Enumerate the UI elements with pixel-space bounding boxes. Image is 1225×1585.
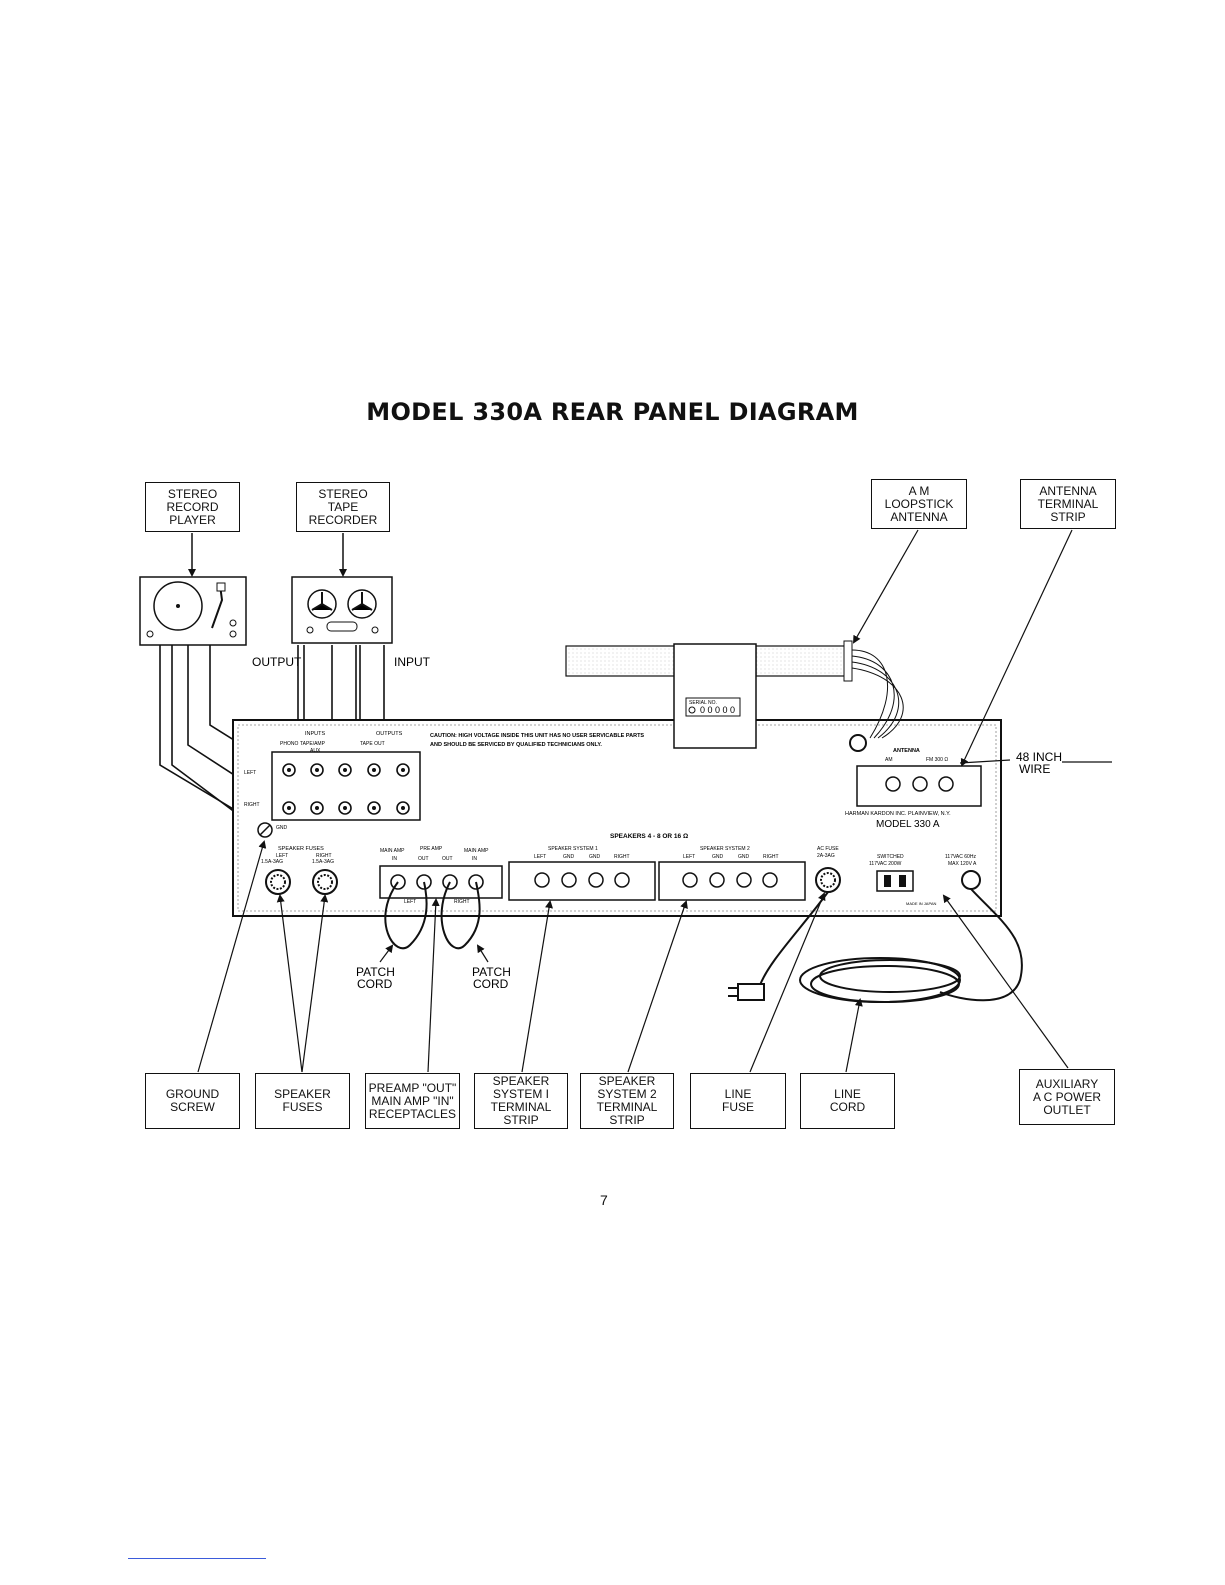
callout-ground-screw: GROUND SCREW [145,1073,240,1129]
svg-text:MAIN AMP: MAIN AMP [464,848,489,854]
callout-line-cord: LINE CORD [800,1073,895,1129]
svg-text:MODEL 330 A: MODEL 330 A [876,819,940,830]
svg-text:OUT: OUT [442,856,453,862]
antenna-terminal-strip: ANTENNA AM FM 300 Ω HARMAN KARDON INC. P… [845,748,982,830]
record-player-illustration [139,576,247,646]
svg-text:IN: IN [392,856,397,862]
svg-text:GND: GND [589,854,601,860]
svg-text:SERIAL NO.: SERIAL NO. [689,700,717,706]
footer-rule [128,1558,266,1559]
svg-text:GND: GND [563,854,575,860]
svg-text:AM: AM [885,757,893,763]
output-label: OUTPUT [252,655,302,669]
svg-text:RIGHT: RIGHT [614,854,630,860]
callout-speaker-system-2: SPEAKER SYSTEM 2 TERMINAL STRIP [580,1073,674,1129]
svg-text:RIGHT: RIGHT [316,853,332,859]
callout-stereo-record-player: STEREO RECORD PLAYER [145,482,240,532]
loopstick-antenna: SERIAL NO. 0 0 0 0 0 [565,640,904,752]
ac-outlets: SWITCHED 117VAC 200W 117VAC 60Hz MAX 120… [869,854,981,906]
svg-text:1.5A-3AG: 1.5A-3AG [261,859,283,865]
svg-text:MAIN AMP: MAIN AMP [380,848,405,854]
svg-text:TAPE OUT: TAPE OUT [360,741,385,747]
speaker-fuses: SPEAKER FUSES LEFT 1.5A-3AG RIGHT 1.5A-3… [261,846,338,895]
line-cord [728,888,1023,1003]
speaker-system-1-strip: SPEAKER SYSTEM 1 LEFT GND GND RIGHT [508,846,656,901]
speaker-system-2-strip: SPEAKER SYSTEM 2 LEFT GND GND RIGHT [658,846,806,901]
wire-label-1: 48 INCH [1016,750,1062,764]
callout-speaker-fuses: SPEAKER FUSES [255,1073,350,1129]
svg-text:AUX: AUX [310,748,321,754]
svg-text:SPEAKER SYSTEM 2: SPEAKER SYSTEM 2 [700,846,750,852]
svg-text:INPUTS: INPUTS [305,731,326,737]
svg-text:0 0 0 0 0: 0 0 0 0 0 [700,705,735,715]
svg-text:TAPE/AMP: TAPE/AMP [300,741,326,747]
svg-text:SPEAKER SYSTEM 1: SPEAKER SYSTEM 1 [548,846,598,852]
svg-text:OUTPUTS: OUTPUTS [376,731,403,737]
svg-text:2A-3AG: 2A-3AG [817,853,835,859]
svg-text:FM 300 Ω: FM 300 Ω [926,757,948,763]
svg-text:LEFT: LEFT [404,899,416,905]
callout-line-fuse: LINE FUSE [690,1073,786,1129]
preamp-main-amp-block: MAIN AMP IN PRE AMP OUT OUT MAIN AMP IN … [379,846,503,950]
svg-text:GND: GND [276,825,288,831]
patch-cord-label-left: PATCH [356,965,395,979]
caution-line-1: CAUTION: HIGH VOLTAGE INSIDE THIS UNIT H… [430,733,644,739]
callout-preamp-receptacles: PREAMP "OUT" MAIN AMP "IN" RECEPTACLES [365,1073,460,1129]
svg-text:LEFT: LEFT [276,853,288,859]
svg-text:HARMAN KARDON INC. PLAINVIEW,: HARMAN KARDON INC. PLAINVIEW, N.Y. [845,811,951,817]
callout-antenna-terminal-strip: ANTENNA TERMINAL STRIP [1020,479,1116,529]
tape-recorder-illustration [291,576,393,644]
patch-cord-label-right: PATCH [472,965,511,979]
svg-text:SPEAKER FUSES: SPEAKER FUSES [278,846,324,852]
svg-text:1.5A-3AG: 1.5A-3AG [312,859,334,865]
svg-text:RIGHT: RIGHT [454,899,470,905]
svg-text:117VAC 200W: 117VAC 200W [869,861,902,867]
ac-fuse: AC FUSE 2A-3AG [815,846,841,893]
callout-am-loopstick-antenna: A M LOOPSTICK ANTENNA [871,479,967,529]
page-number: 7 [600,1192,608,1208]
svg-text:MAX 120V A: MAX 120V A [948,861,977,867]
callout-stereo-tape-recorder: STEREO TAPE RECORDER [296,482,390,532]
svg-text:LEFT: LEFT [534,854,546,860]
svg-text:MADE IN JAPAN: MADE IN JAPAN [906,901,936,906]
wire-label-2: WIRE [1019,762,1050,776]
svg-text:LEFT: LEFT [683,854,695,860]
svg-text:RIGHT: RIGHT [763,854,779,860]
patch-cord-label-right-2: CORD [473,977,509,991]
svg-text:ANTENNA: ANTENNA [893,748,920,754]
svg-text:PHONO: PHONO [280,741,298,747]
callout-speaker-system-1: SPEAKER SYSTEM I TERMINAL STRIP [474,1073,568,1129]
svg-text:GND: GND [738,854,750,860]
svg-text:GND: GND [712,854,724,860]
svg-text:SWITCHED: SWITCHED [877,854,904,860]
svg-text:RIGHT: RIGHT [244,802,260,808]
svg-text:117VAC 60Hz: 117VAC 60Hz [945,854,976,860]
svg-text:PRE AMP: PRE AMP [420,846,443,852]
svg-text:AC FUSE: AC FUSE [817,846,839,852]
input-label: INPUT [394,655,431,669]
callout-auxiliary-outlet: AUXILIARY A C POWER OUTLET [1019,1069,1115,1125]
svg-text:OUT: OUT [418,856,429,862]
patch-cord-label-left-2: CORD [357,977,393,991]
input-jack-block: INPUTS OUTPUTS PHONO TAPE/AMP AUX TAPE O… [244,731,421,838]
page-title: MODEL 330A REAR PANEL DIAGRAM [366,398,859,426]
svg-text:IN: IN [472,856,477,862]
svg-text:LEFT: LEFT [244,770,256,776]
caution-line-2: AND SHOULD BE SERVICED BY QUALIFIED TECH… [430,742,602,748]
speakers-label: SPEAKERS 4 - 8 OR 16 Ω [610,833,688,840]
